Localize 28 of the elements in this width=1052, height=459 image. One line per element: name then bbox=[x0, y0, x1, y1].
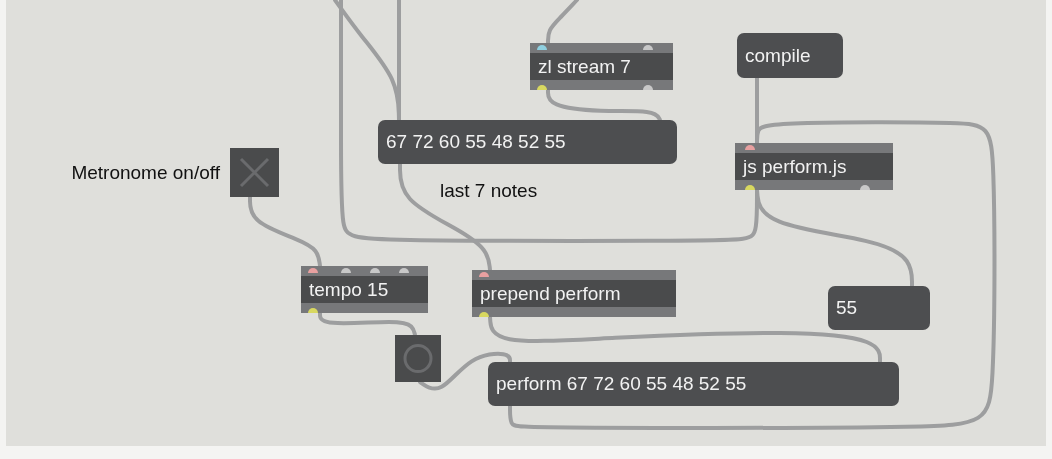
message-box bbox=[378, 120, 677, 164]
object-box bbox=[472, 270, 676, 317]
patch-cord bbox=[398, 162, 492, 272]
comment-text: last 7 notes bbox=[440, 180, 538, 202]
box-text: prepend perform bbox=[480, 282, 621, 305]
box-text: compile bbox=[745, 44, 811, 67]
object-box bbox=[530, 43, 673, 90]
patch-cord bbox=[546, 0, 579, 45]
object-box bbox=[735, 143, 893, 190]
patch-cord bbox=[248, 195, 322, 268]
box-text: zl stream 7 bbox=[538, 55, 631, 78]
box-text: 67 72 60 55 48 52 55 bbox=[386, 131, 566, 153]
patch-cord bbox=[339, 0, 759, 243]
object-box bbox=[301, 266, 428, 313]
patch-cord bbox=[546, 88, 662, 122]
box-text: perform 67 72 60 55 48 52 55 bbox=[496, 373, 747, 395]
message-box bbox=[488, 362, 899, 406]
box-text: 55 bbox=[836, 297, 858, 319]
message-box bbox=[737, 33, 843, 78]
patch-cord bbox=[755, 188, 914, 288]
control-caption: Metronome on/off bbox=[71, 162, 220, 184]
box-text: tempo 15 bbox=[309, 278, 389, 301]
bang-button bbox=[395, 335, 441, 382]
message-box bbox=[828, 286, 930, 330]
patch-cord bbox=[318, 311, 417, 337]
patch-cord bbox=[488, 315, 882, 364]
patch-cord bbox=[418, 351, 512, 391]
box-text: js perform.js bbox=[743, 155, 847, 178]
